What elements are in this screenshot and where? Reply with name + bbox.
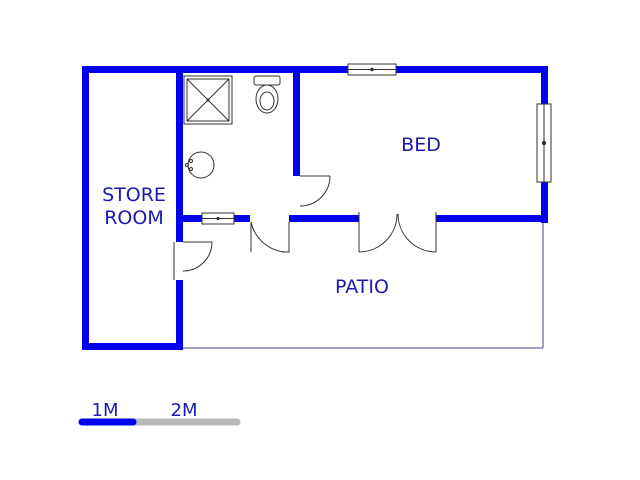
wall-left	[82, 66, 89, 350]
wall-right-lower	[541, 180, 548, 223]
wall-bath-bed	[293, 66, 300, 176]
door-patio-single	[250, 221, 290, 253]
room-label-bed: BED	[401, 134, 441, 156]
wall-mid-c	[289, 215, 359, 222]
door-bed-double	[358, 212, 437, 253]
wall-mid-b	[233, 215, 250, 222]
wall-mid-a	[176, 215, 204, 222]
wall-store-partition-lower	[176, 280, 183, 350]
room-label-store-1: STORE	[102, 184, 166, 206]
window-bathroom	[201, 212, 235, 225]
basin-icon	[185, 151, 215, 179]
wall-store-partition-upper	[176, 66, 183, 242]
toilet-icon	[253, 75, 281, 114]
window-right	[536, 103, 552, 183]
scale-bar: 1M 2M	[78, 400, 241, 426]
room-label-patio: PATIO	[335, 276, 389, 298]
scale-label-2m: 2M	[171, 400, 198, 421]
door-store	[173, 241, 213, 280]
door-bathroom	[299, 175, 331, 207]
wall-right-upper	[541, 66, 548, 106]
walls	[82, 66, 548, 350]
room-label-store-2: ROOM	[104, 207, 164, 229]
wall-top	[82, 66, 548, 73]
scale-label-1m: 1M	[92, 400, 119, 421]
patio-outline	[182, 222, 544, 349]
wall-bottom-store	[82, 343, 183, 350]
window-top	[347, 63, 397, 76]
wall-mid-d	[436, 215, 548, 222]
shower-icon	[183, 75, 233, 125]
